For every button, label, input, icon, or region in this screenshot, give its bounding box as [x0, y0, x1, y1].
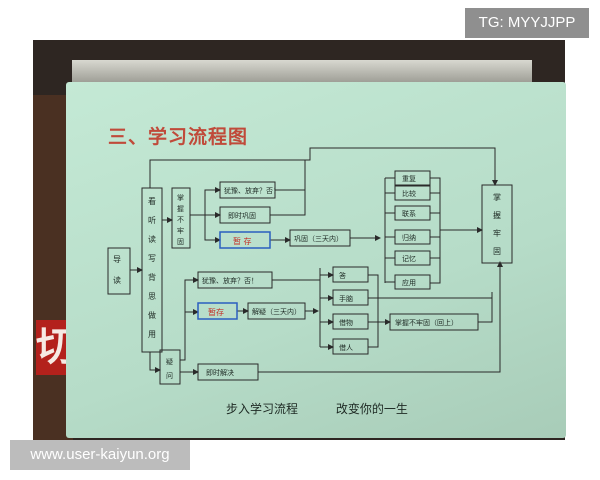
review-item-4: 记忆 — [402, 254, 416, 263]
node-giveup1: 犹豫、放弃？否！ — [224, 186, 280, 195]
node-look-char-4: 背 — [148, 272, 156, 282]
node-look-box — [141, 187, 163, 353]
slide-title: 三、学习流程图 — [108, 126, 249, 148]
review-item-0: 重复 — [402, 174, 416, 183]
projector-screen — [66, 82, 566, 438]
node-learn-mix-char-1: 握 — [177, 204, 184, 213]
node-review-now: 即时巩固 — [228, 211, 256, 220]
node-giveup2: 犹豫、放弃？否！ — [202, 276, 258, 285]
ask-item-2-box — [332, 313, 369, 330]
node-guide-box — [107, 247, 131, 295]
background-red-sign: 切 — [36, 320, 70, 375]
ask-item-3-box — [332, 338, 369, 355]
review-item-1-box — [394, 185, 431, 201]
node-mastered-char-2: 牢 — [493, 228, 501, 238]
node-learn-mix-box — [171, 187, 191, 249]
node-not-firm-up: 掌握不牢固（回上） — [395, 318, 458, 327]
ask-item-2: 借物 — [339, 318, 353, 327]
node-look-char-6: 做 — [148, 310, 156, 320]
node-learn-mix-char-4: 固 — [177, 238, 184, 246]
node-hold1-box — [219, 231, 271, 249]
review-item-3-box — [394, 229, 431, 245]
node-doubt-char-0: 疑 — [166, 357, 173, 366]
node-learn-mix-char-0: 掌 — [177, 193, 184, 202]
review-item-0-box — [394, 170, 431, 186]
node-giveup2-box — [197, 271, 273, 289]
node-review-now-box — [219, 206, 271, 224]
node-guide-c0: 导 — [113, 255, 121, 264]
review-item-3: 归纳 — [402, 233, 416, 242]
node-look-char-1: 听 — [148, 216, 156, 225]
ask-item-0-box — [332, 266, 369, 283]
slide-footer: 步入学习流程 改变你的一生 — [226, 400, 442, 417]
node-not-firm-up-box — [389, 313, 479, 331]
node-consolidate-box — [289, 229, 351, 247]
node-hold2-box — [197, 302, 238, 320]
review-item-5: 应用 — [402, 278, 416, 287]
footer-left: 步入学习流程 — [226, 402, 299, 416]
node-giveup1-box — [219, 181, 276, 199]
node-mastered-char-1: 握 — [493, 210, 501, 220]
node-solve3: 解疑（三天内） — [252, 307, 301, 316]
ask-item-1-box — [332, 289, 369, 306]
footer-right: 改变你的一生 — [335, 402, 408, 416]
node-learn-mix-char-3: 牢 — [177, 226, 184, 235]
watermark-top: TG: MYYJJPP — [465, 8, 589, 38]
node-mastered-char-3: 固 — [493, 247, 501, 256]
node-guide-c1: 读 — [113, 275, 121, 285]
node-learn-mix-char-2: 不 — [177, 216, 184, 224]
ask-item-1: 手脑 — [339, 294, 353, 303]
node-doubt-char-1: 问 — [166, 372, 173, 380]
review-item-1: 比较 — [402, 189, 416, 198]
node-hold1: 暂 存 — [233, 236, 252, 246]
node-consolidate: 巩固（三天内） — [294, 234, 343, 243]
ask-item-0: 答 — [339, 271, 346, 280]
node-doubt-box — [159, 349, 181, 385]
review-item-4-box — [394, 250, 431, 266]
node-solve3-box — [247, 302, 306, 320]
node-hold2: 暂存 — [208, 307, 224, 317]
review-item-2: 联系 — [402, 209, 416, 218]
watermark-bottom: www.user-kaiyun.org — [10, 440, 190, 470]
node-instant-solve-box — [197, 363, 259, 381]
node-mastered-box — [481, 184, 513, 264]
review-item-2-box — [394, 205, 431, 221]
review-item-5-box — [394, 274, 431, 290]
node-instant-solve: 即时解决 — [206, 368, 234, 377]
node-mastered-char-0: 掌 — [493, 192, 501, 202]
node-look-char-3: 写 — [148, 254, 156, 263]
node-look-char-5: 思 — [148, 292, 156, 301]
node-look-char-2: 读 — [148, 234, 156, 244]
node-look-char-7: 用 — [148, 330, 156, 339]
projector-bar — [72, 60, 532, 84]
node-look-char-0: 看 — [148, 197, 156, 206]
ask-item-3: 借人 — [339, 343, 353, 352]
